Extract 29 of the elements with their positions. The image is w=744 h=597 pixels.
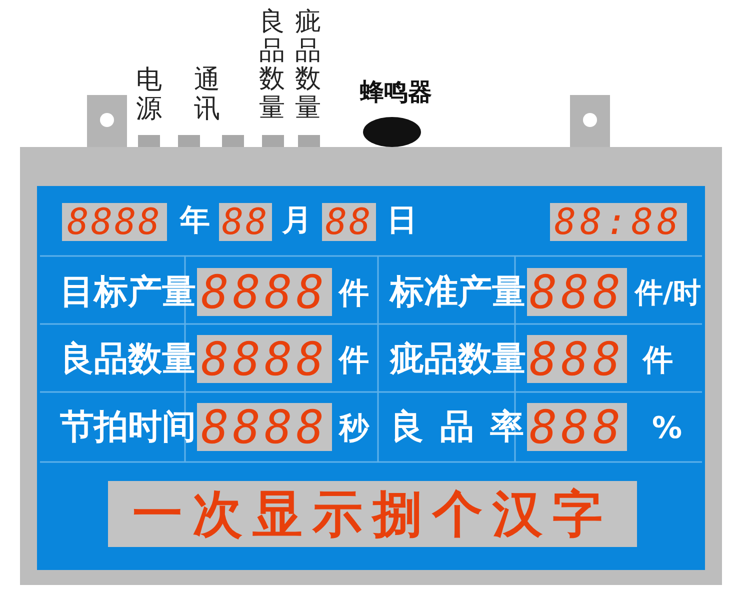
port-label: 通讯: [194, 66, 221, 124]
port-label: 疵品数量: [295, 8, 322, 122]
field-label: 目标产量: [60, 275, 196, 309]
led-display: 8888: [197, 403, 332, 451]
field-label: 件/时: [635, 279, 702, 307]
field-label: 秒: [339, 414, 369, 444]
led-display: 8888: [62, 203, 167, 241]
led-display: 88:88: [550, 203, 687, 241]
field-label: 年: [180, 206, 210, 236]
message-display: 一次显示捌个汉字: [108, 481, 637, 547]
buzzer-label: 蜂鸣器: [360, 80, 432, 104]
port-label: 电源: [136, 66, 163, 124]
field-label: 月: [282, 206, 312, 236]
led-display: 88: [219, 203, 272, 241]
field-label: 标准产量: [390, 275, 526, 309]
field-label: 节拍时间: [60, 410, 196, 444]
led-display: 888: [527, 268, 627, 316]
led-display: 8888: [197, 335, 332, 383]
port-label: 良品数量: [259, 8, 286, 122]
field-label: 件: [339, 279, 369, 309]
led-display: 888: [527, 335, 627, 383]
field-label: 件: [643, 346, 673, 376]
field-label: 疵品数量: [390, 342, 526, 376]
field-label: 件: [339, 346, 369, 376]
field-label: 日: [387, 206, 417, 236]
field-label: 良品数量: [60, 342, 196, 376]
led-display: 88: [322, 203, 376, 241]
field-label: %: [652, 414, 682, 444]
led-display: 8888: [197, 268, 332, 316]
